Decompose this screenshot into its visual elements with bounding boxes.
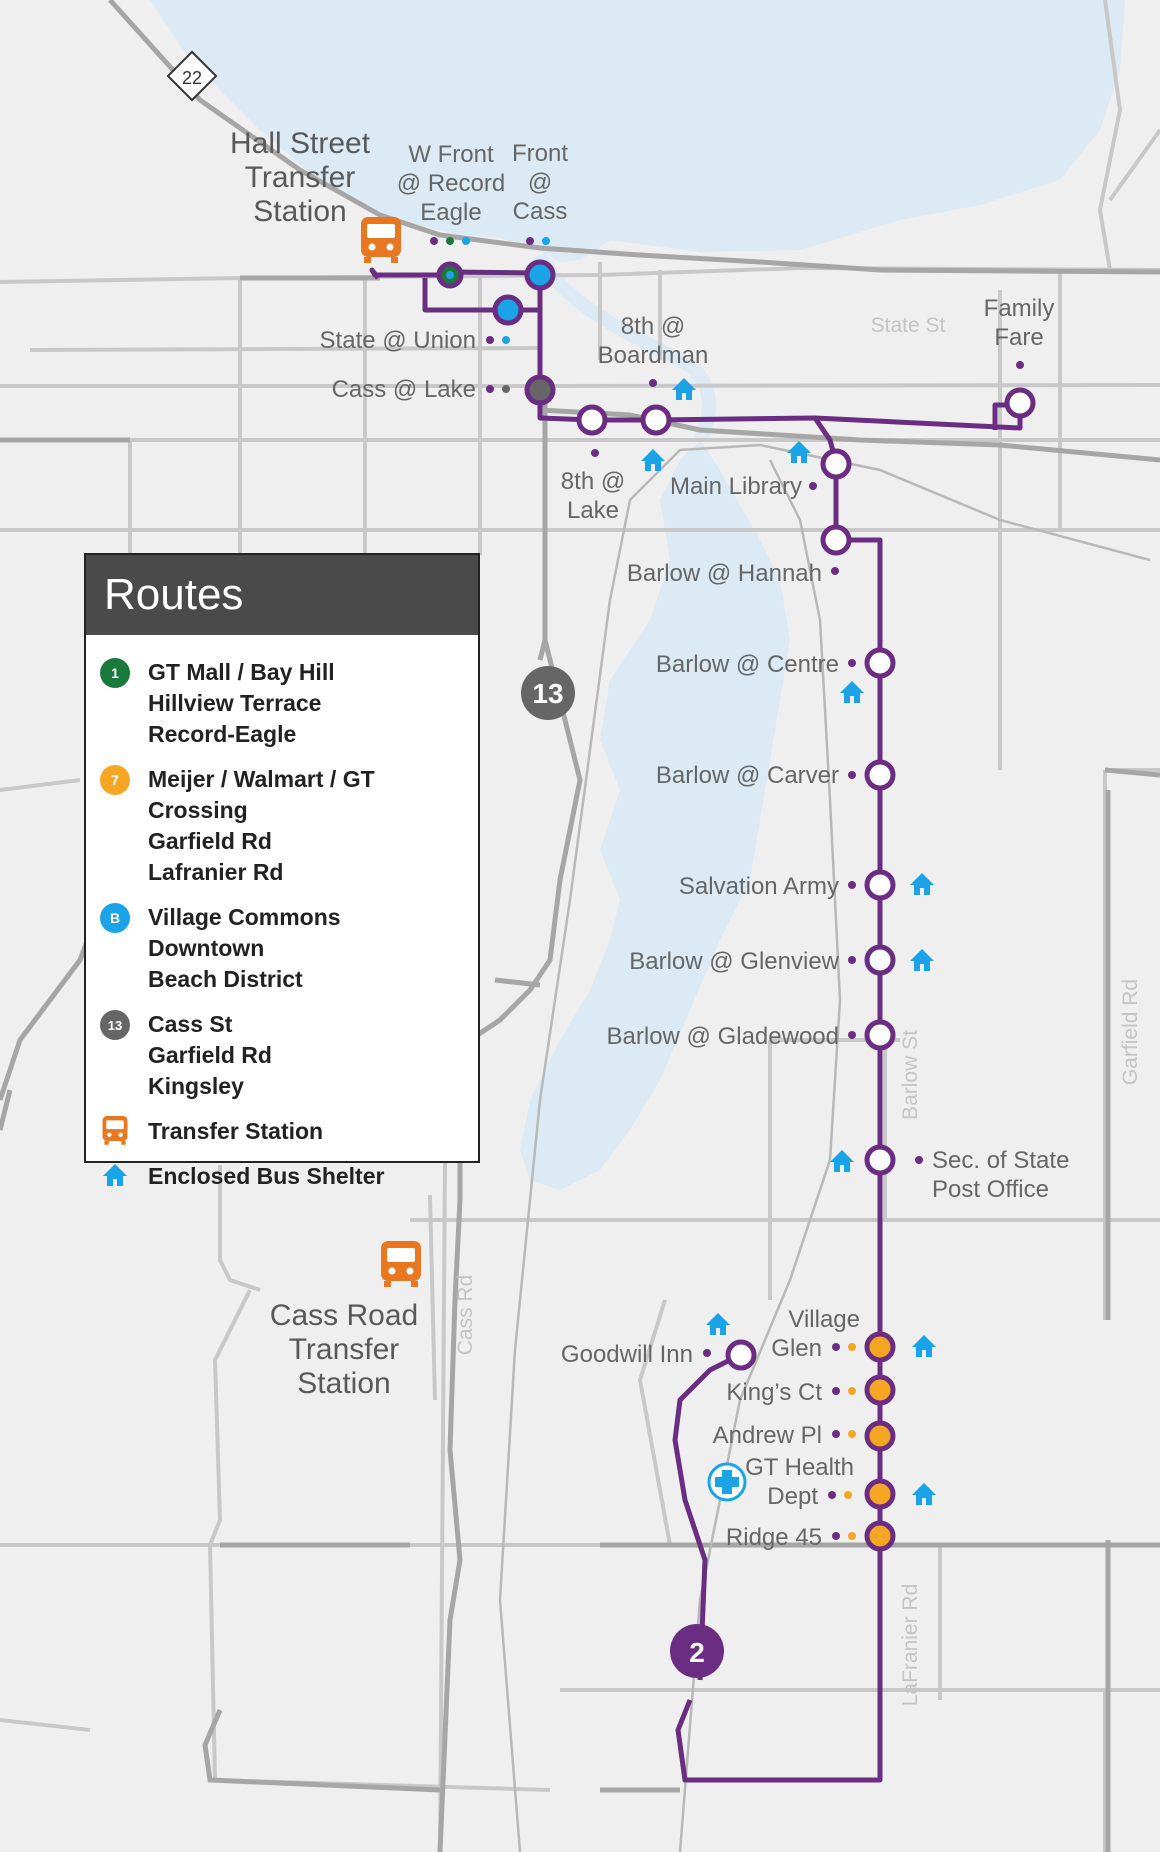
hall-street-transfer-label: Hall Street Transfer Station: [230, 127, 371, 228]
stop-label-state-union: State @ Union: [320, 327, 476, 354]
stop-label-barlow-gladewood: Barlow @ Gladewood: [607, 1023, 839, 1050]
stop-label-salvation-army: Salvation Army: [679, 873, 839, 900]
stop-label-gt-health: GT Health Dept: [745, 1454, 854, 1510]
street-label-lafranier-rd: LaFranier Rd: [899, 1584, 922, 1707]
legend-line: Kingsley: [148, 1073, 244, 1099]
svg-text:8th @: 8th @: [621, 313, 685, 340]
route-dots: [430, 237, 1024, 1540]
routes-legend: Routes 1 GT Mall / Bay Hill Hillview Ter…: [84, 553, 480, 1189]
svg-text:GT Health: GT Health: [745, 1454, 854, 1481]
svg-text:Transfer: Transfer: [289, 1333, 400, 1366]
legend-line: GT Mall / Bay Hill: [148, 659, 335, 685]
stop-label-8th-boardman: 8th @ Boardman: [598, 313, 709, 369]
shelter-icon: [100, 1161, 130, 1189]
stop-label-main-library: Main Library: [670, 473, 802, 500]
legend-route-b: B Village Commons Downtown Beach Distric…: [100, 902, 464, 995]
svg-text:Sec. of State: Sec. of State: [932, 1147, 1069, 1174]
legend-line: Hillview Terrace: [148, 690, 322, 716]
svg-text:Family: Family: [984, 295, 1055, 322]
route-13-badge: 13: [521, 666, 575, 720]
svg-text:Station: Station: [253, 195, 346, 228]
stop-markers: [436, 259, 1036, 1552]
svg-text:13: 13: [532, 678, 563, 709]
svg-text:Fare: Fare: [994, 324, 1043, 351]
street-label-garfield-rd: Garfield Rd: [1119, 979, 1142, 1085]
stop-label-8th-lake: 8th @ Lake: [561, 468, 625, 524]
stop-label-goodwill-inn: Goodwill Inn: [561, 1341, 693, 1368]
street-label-state-st: State St: [871, 314, 946, 337]
svg-text:Eagle: Eagle: [420, 199, 481, 226]
street-label-cass-rd: Cass Rd: [454, 1275, 477, 1356]
svg-text:Dept: Dept: [767, 1483, 818, 1510]
svg-text:@: @: [528, 169, 552, 196]
cass-road-bus-icon: [381, 1241, 421, 1287]
svg-text:8th @: 8th @: [561, 468, 625, 495]
svg-text:@ Record: @ Record: [397, 170, 505, 197]
stop-label-w-front: W Front @ Record Eagle: [397, 141, 505, 226]
svg-text:Transfer: Transfer: [245, 161, 356, 194]
svg-text:Front: Front: [512, 140, 568, 167]
stop-label-ridge-45: Ridge 45: [726, 1524, 822, 1551]
legend-shelter-label: Enclosed Bus Shelter: [148, 1163, 385, 1189]
stop-label-family-fare: Family Fare: [984, 295, 1055, 351]
grand-traverse-bay: [150, 0, 1125, 262]
route-2-badge: 2: [670, 1624, 724, 1678]
stop-label-village-glen: Village Glen: [771, 1306, 860, 1362]
svg-text:Lake: Lake: [567, 497, 619, 524]
legend-line: Downtown: [148, 935, 265, 961]
legend-transfer-label: Transfer Station: [148, 1118, 324, 1144]
street-label-barlow-st: Barlow St: [899, 1030, 922, 1120]
legend-shelter: Enclosed Bus Shelter: [100, 1161, 464, 1192]
legend-line: Cass St: [148, 1011, 233, 1037]
legend-title: Routes: [86, 555, 478, 635]
svg-text:22: 22: [182, 68, 202, 88]
health-dept-icon: [707, 1462, 747, 1502]
boardman-lake: [520, 440, 790, 1190]
stop-label-cass-lake: Cass @ Lake: [332, 376, 476, 403]
legend-line: Garfield Rd: [148, 828, 272, 854]
boardman-river: [533, 251, 716, 444]
svg-text:W Front: W Front: [408, 141, 494, 168]
legend-line: Village Commons: [148, 904, 341, 930]
stop-label-barlow-hannah: Barlow @ Hannah: [627, 560, 822, 587]
svg-text:Boardman: Boardman: [598, 342, 709, 369]
legend-line: Beach District: [148, 966, 303, 992]
legend-route-1: 1 GT Mall / Bay Hill Hillview Terrace Re…: [100, 657, 464, 750]
bus-icon: [100, 1116, 130, 1146]
svg-text:Station: Station: [297, 1367, 390, 1400]
stop-label-barlow-carver: Barlow @ Carver: [656, 762, 839, 789]
stop-label-barlow-glenview: Barlow @ Glenview: [629, 948, 839, 975]
highway-22-shield: 22: [166, 50, 218, 102]
legend-route-7: 7 Meijer / Walmart / GT Crossing Garfiel…: [100, 764, 464, 888]
legend-line: Meijer / Walmart / GT Crossing: [148, 766, 375, 823]
hall-street-bus-icon: [361, 217, 401, 263]
svg-text:Cass Road: Cass Road: [270, 1299, 418, 1332]
stop-label-sec-state: Sec. of State Post Office: [932, 1147, 1069, 1203]
stop-label-front-cass: Front @ Cass: [512, 140, 568, 225]
route-1-badge: 1: [100, 658, 130, 688]
svg-text:2: 2: [689, 1637, 705, 1668]
svg-text:Post Office: Post Office: [932, 1176, 1049, 1203]
svg-text:Village: Village: [788, 1306, 860, 1333]
legend-transfer-station: Transfer Station: [100, 1116, 464, 1147]
legend-line: Garfield Rd: [148, 1042, 272, 1068]
svg-text:Hall Street: Hall Street: [230, 127, 371, 160]
route-7-badge: 7: [100, 765, 130, 795]
legend-line: Record-Eagle: [148, 721, 297, 747]
stop-label-barlow-centre: Barlow @ Centre: [656, 651, 839, 678]
legend-route-13: 13 Cass St Garfield Rd Kingsley: [100, 1009, 464, 1102]
stop-label-kings-ct: King’s Ct: [726, 1379, 822, 1406]
route-13-legend-badge: 13: [100, 1010, 130, 1040]
svg-text:Cass: Cass: [513, 198, 568, 225]
cass-road-transfer-label: Cass Road Transfer Station: [270, 1299, 418, 1400]
stop-label-andrew-pl: Andrew Pl: [713, 1422, 822, 1449]
svg-text:Glen: Glen: [771, 1335, 822, 1362]
legend-line: Lafranier Rd: [148, 859, 284, 885]
route-b-badge: B: [100, 903, 130, 933]
